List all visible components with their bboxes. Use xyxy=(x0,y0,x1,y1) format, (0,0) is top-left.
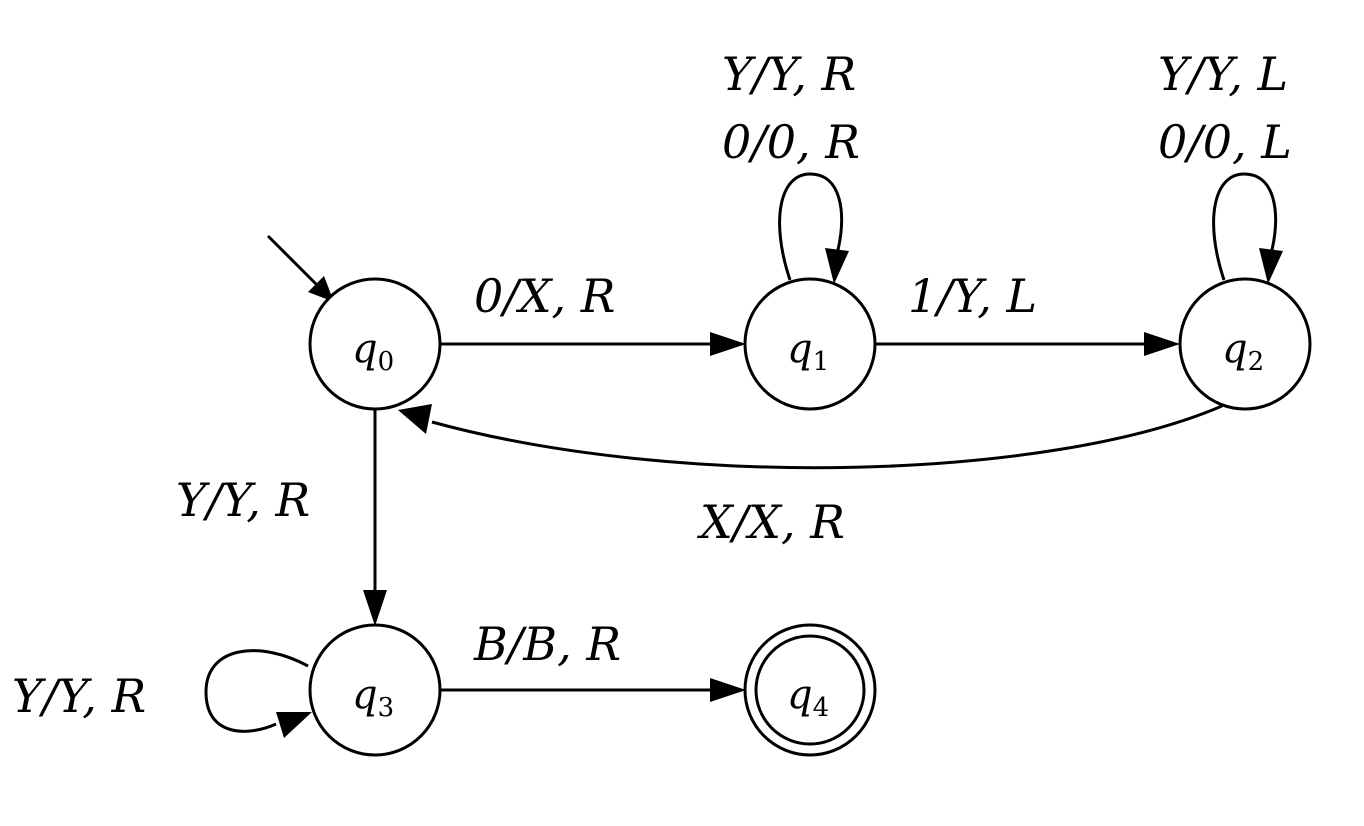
label-q3-loop: Y/Y, R xyxy=(12,669,146,723)
svg-text:q2: q2 xyxy=(1222,326,1264,377)
arrowhead-q2-loop xyxy=(1259,248,1283,284)
label-q1-q2: 1/Y, L xyxy=(908,269,1037,323)
label-q1-loop-line1: Y/Y, R xyxy=(722,47,856,101)
initial-arrowhead xyxy=(308,276,334,302)
edge-q2-loop xyxy=(1212,172,1278,281)
svg-text:q4: q4 xyxy=(787,672,829,723)
arrowhead-q3-loop xyxy=(276,712,312,738)
edge-q1-loop xyxy=(778,172,844,281)
svg-text:q3: q3 xyxy=(352,672,394,723)
label-q0-q3: Y/Y, R xyxy=(176,473,310,527)
arrowhead-q3-q4 xyxy=(710,678,746,702)
state-q0: q0 xyxy=(308,277,442,411)
state-q2: q2 xyxy=(1178,277,1312,411)
arrowhead-q1-q2 xyxy=(1144,332,1180,356)
arrowhead-q0-q1 xyxy=(710,332,746,356)
svg-text:q1: q1 xyxy=(787,326,829,377)
state-q4-accepting: q4 xyxy=(743,623,877,757)
arrowhead-q0-q3 xyxy=(363,590,387,626)
label-q2-loop-line1: Y/Y, L xyxy=(1158,47,1288,101)
arrowhead-q1-loop xyxy=(825,248,849,284)
initial-arrow xyxy=(266,234,320,288)
edge-q2-q0 xyxy=(431,404,1223,470)
svg-text:q0: q0 xyxy=(352,326,394,377)
edge-q3-loop xyxy=(204,649,309,733)
label-q2-loop-line2: 0/0, L xyxy=(1158,115,1292,169)
state-q1: q1 xyxy=(743,277,877,411)
label-q2-q0: X/X, R xyxy=(697,495,845,549)
label-q3-q4: B/B, R xyxy=(473,617,621,671)
label-q0-q1: 0/X, R xyxy=(474,269,615,323)
state-q3: q3 xyxy=(308,623,442,757)
label-q1-loop-line2: 0/0, R xyxy=(722,115,860,169)
arrowhead-q2-q0 xyxy=(398,404,432,434)
